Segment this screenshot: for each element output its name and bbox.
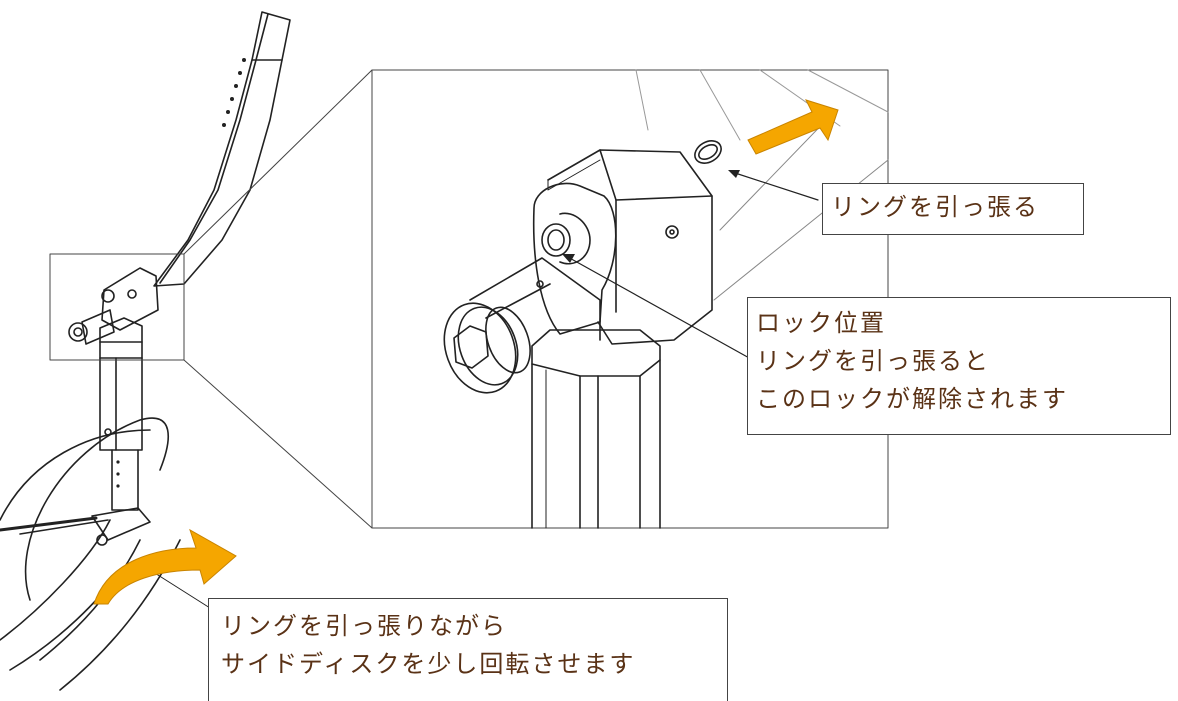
rotate-line-1: リングを引っ張りながら — [221, 612, 507, 640]
pull-direction-arrow — [747, 99, 839, 155]
lock-line-2: リングを引っ張ると — [756, 347, 990, 375]
arm-overview-drawing — [0, 11, 291, 691]
pull-ring-callout: リングを引っ張る — [822, 183, 1084, 235]
lock-position-callout: ロック位置 リングを引っ張ると このロックが解除されます — [747, 297, 1171, 435]
pull-ring-text: リングを引っ張る — [831, 193, 1039, 221]
lock-title: ロック位置 — [756, 309, 886, 337]
leader-pull-ring — [731, 171, 819, 201]
rotate-line-2: サイドディスクを少し回転させます — [221, 650, 636, 678]
rotate-disc-callout: リングを引っ張りながら サイドディスクを少し回転させます — [208, 598, 728, 701]
lock-line-3: このロックが解除されます — [756, 385, 1068, 413]
lock-detail-drawing — [443, 69, 889, 529]
zoom-source-box — [49, 253, 185, 361]
leader-lock-position — [565, 255, 761, 365]
rotate-direction-arrow — [93, 528, 237, 605]
leader-rotate — [149, 569, 211, 609]
